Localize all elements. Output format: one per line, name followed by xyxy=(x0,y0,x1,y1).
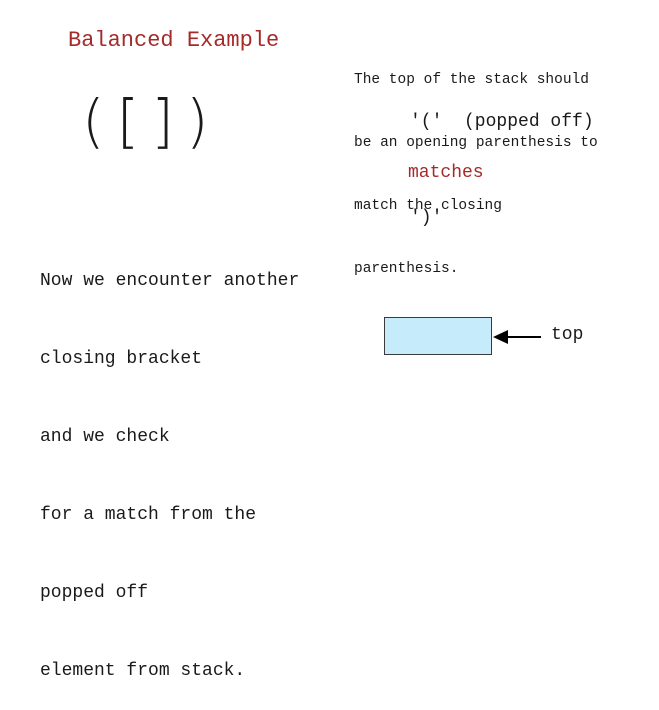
popped-element-text: '(' (popped off) xyxy=(410,112,594,132)
stack-box xyxy=(384,317,492,355)
explanation-line: closing bracket xyxy=(40,349,203,369)
stack-top-label: top xyxy=(551,325,584,345)
explanation-text: Now we encounter another closing bracket… xyxy=(40,216,299,710)
arrow-left-icon xyxy=(493,330,541,344)
closing-bracket-text: ')' xyxy=(410,208,443,228)
bracket-expression: ([]) xyxy=(82,87,221,155)
explanation-line: element from stack. xyxy=(40,661,246,681)
diagram-title: Balanced Example xyxy=(68,28,280,53)
explanation-line: and we check xyxy=(40,427,170,447)
note-line: The top of the stack should xyxy=(354,72,589,88)
explanation-line: popped off xyxy=(40,583,149,603)
stack-note: The top of the stack should be an openin… xyxy=(354,28,598,301)
note-line: be an opening parenthesis to xyxy=(354,135,598,151)
explanation-line: for a match from the xyxy=(40,505,257,525)
matches-text: matches xyxy=(408,163,484,183)
explanation-line: Now we encounter another xyxy=(40,271,300,291)
note-line: parenthesis. xyxy=(354,261,459,277)
note-line: match the closing xyxy=(354,198,502,214)
